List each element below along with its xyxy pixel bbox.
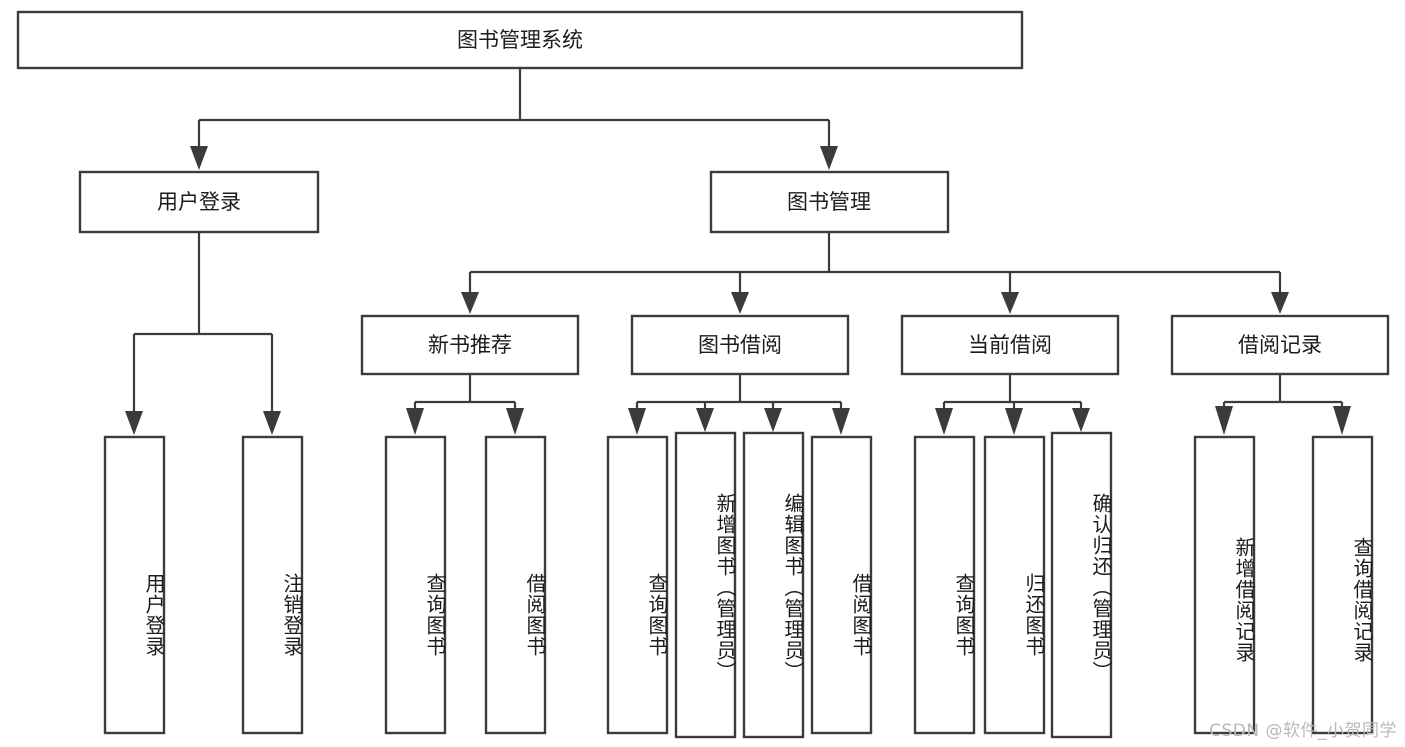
node-label-user-login: 用户登录 — [157, 190, 241, 214]
node-layer: 图书管理系统 用户登录 图书管理 新书推荐 图书借阅 当前借阅 借阅记录 — [16, 10, 1390, 739]
arrow-head-leaf-logout-login — [263, 411, 281, 435]
node-box-leaf-borrow-book-recommend[interactable] — [484, 435, 547, 735]
node-label-book-borrow: 图书借阅 — [698, 333, 782, 357]
arrow-head-leaf-add-borrow-record — [1215, 406, 1233, 435]
arrow-head-leaf-return-book — [1005, 408, 1023, 435]
node-box-root[interactable] — [16, 10, 1024, 70]
arrow-head-leaf-borrow-book-recommend — [506, 408, 524, 435]
arrow-head-user-login — [190, 146, 208, 170]
arrow-head-leaf-borrow-book — [832, 408, 850, 435]
node-box-book-manage[interactable] — [709, 170, 950, 234]
node-label-current-borrow: 当前借阅 — [968, 333, 1052, 357]
arrow-head-leaf-query-borrow-record — [1333, 406, 1351, 435]
arrow-head-leaf-confirm-return-admin — [1072, 408, 1090, 432]
node-box-leaf-logout-login[interactable] — [241, 435, 304, 735]
arrow-head-book-manage — [820, 146, 838, 170]
arrow-head-borrow-record — [1271, 292, 1289, 314]
node-box-leaf-user-login[interactable] — [103, 435, 166, 735]
node-box-user-login[interactable] — [78, 170, 320, 234]
node-box-leaf-confirm-return-admin[interactable] — [1050, 431, 1113, 739]
arrow-head-current-borrow — [1001, 292, 1019, 314]
node-box-leaf-return-book[interactable] — [983, 435, 1046, 735]
arrow-head-leaf-query-book-current — [935, 408, 953, 435]
node-label-root: 图书管理系统 — [457, 28, 583, 52]
node-label-new-book-recommend: 新书推荐 — [428, 333, 512, 357]
arrow-head-leaf-edit-book-admin — [764, 408, 782, 432]
node-box-new-book-recommend[interactable] — [360, 314, 580, 376]
node-box-leaf-borrow-book[interactable] — [810, 435, 873, 735]
connector-layer — [125, 68, 1351, 435]
node-box-leaf-query-book-current[interactable] — [913, 435, 976, 735]
csdn-watermark: CSDN @软件_小贺同学 — [1209, 721, 1397, 741]
arrow-head-new-book-recommend — [461, 292, 479, 314]
node-box-current-borrow[interactable] — [900, 314, 1120, 376]
node-label-book-manage: 图书管理 — [787, 190, 871, 214]
node-box-leaf-edit-book-admin[interactable] — [742, 431, 805, 739]
node-box-leaf-add-borrow-record[interactable] — [1193, 435, 1256, 735]
node-box-leaf-query-book-borrow[interactable] — [606, 435, 669, 735]
arrow-head-leaf-user-login — [125, 411, 143, 435]
arrow-head-book-borrow — [731, 292, 749, 314]
arrow-head-leaf-query-book-borrow — [628, 408, 646, 435]
arrow-head-leaf-query-book-recommend — [406, 408, 424, 435]
node-box-leaf-query-book-recommend[interactable] — [384, 435, 447, 735]
node-label-borrow-record: 借阅记录 — [1238, 333, 1322, 357]
node-box-leaf-query-borrow-record[interactable] — [1311, 435, 1374, 735]
node-box-leaf-add-book-admin[interactable] — [674, 431, 737, 739]
node-box-book-borrow[interactable] — [630, 314, 850, 376]
node-box-borrow-record[interactable] — [1170, 314, 1390, 376]
arrow-head-leaf-add-book-admin — [696, 408, 714, 432]
